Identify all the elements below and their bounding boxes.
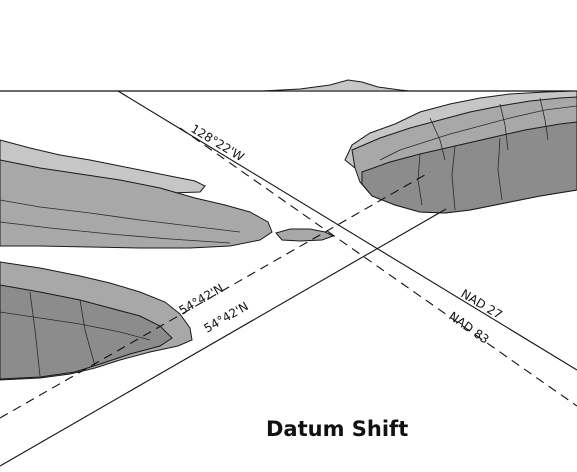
small-island	[275, 228, 335, 242]
left-island-upper	[0, 139, 273, 249]
diagram-title: Datum Shift	[266, 417, 408, 441]
left-island-lower	[0, 261, 193, 381]
parallel-nad83	[0, 208, 447, 467]
distant-island	[261, 79, 411, 92]
datum-nad83-label: NAD 83	[446, 309, 491, 347]
longitude-label: 128°22'W	[188, 122, 246, 165]
meridian-nad83	[179, 127, 577, 407]
parallel-nad27	[0, 171, 431, 419]
latitude-nad83-label: 54°42'N	[202, 299, 251, 336]
latitude-nad27-label: 54°42'N	[177, 281, 226, 318]
right-island	[344, 90, 577, 214]
